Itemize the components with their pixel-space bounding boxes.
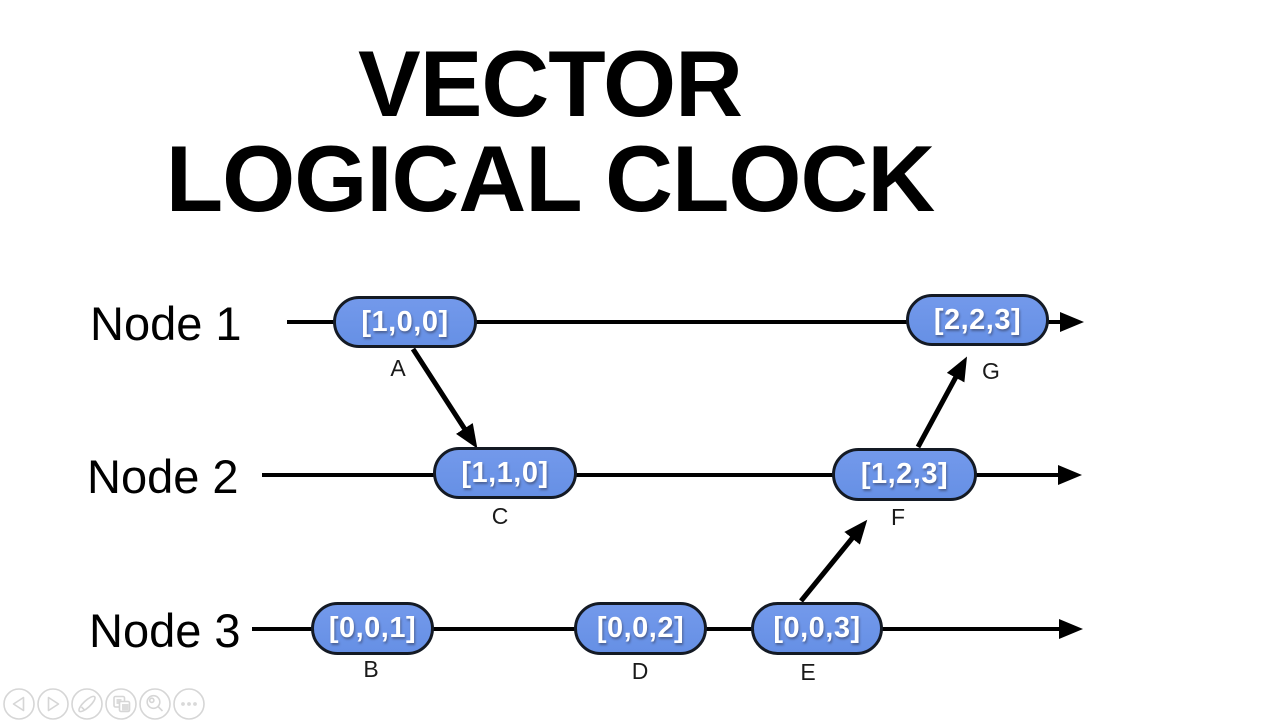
slide-title-line2: LOGICAL CLOCK	[165, 126, 936, 231]
zoom-icon[interactable]	[139, 688, 171, 720]
message-arrow-e-to-f	[799, 519, 868, 603]
event-letter-a: A	[390, 355, 406, 381]
event-pill-e: [0,0,3]	[751, 602, 883, 655]
node2-label: Node 2	[87, 450, 239, 503]
event-pill-c: [1,1,0]	[433, 447, 577, 499]
more-options-icon[interactable]	[173, 688, 205, 720]
next-slide-icon[interactable]	[37, 688, 69, 720]
node3-label: Node 3	[89, 604, 241, 657]
message-arrow-a-to-c	[410, 347, 478, 449]
event-letter-d: D	[631, 658, 649, 684]
event-letter-c: C	[491, 503, 509, 529]
event-letter-e: E	[800, 659, 816, 685]
slide-title-line1: VECTOR	[358, 31, 743, 136]
event-pill-g: [2,2,3]	[906, 294, 1049, 346]
event-letter-g: G	[982, 358, 1000, 384]
event-pill-a: [1,0,0]	[333, 296, 477, 348]
event-pill-b: [0,0,1]	[311, 602, 434, 655]
pen-icon[interactable]	[71, 688, 103, 720]
presentation-toolbar	[3, 688, 205, 720]
slide-title: VECTOR LOGICAL CLOCK	[140, 36, 960, 226]
node1-label: Node 1	[90, 297, 242, 350]
event-letter-f: F	[890, 504, 906, 530]
event-pill-d: [0,0,2]	[574, 602, 707, 655]
message-arrow-f-to-g	[915, 356, 968, 449]
previous-slide-icon[interactable]	[3, 688, 35, 720]
event-pill-f: [1,2,3]	[832, 448, 977, 501]
event-letter-b: B	[363, 656, 379, 682]
slide-navigator-icon[interactable]	[105, 688, 137, 720]
